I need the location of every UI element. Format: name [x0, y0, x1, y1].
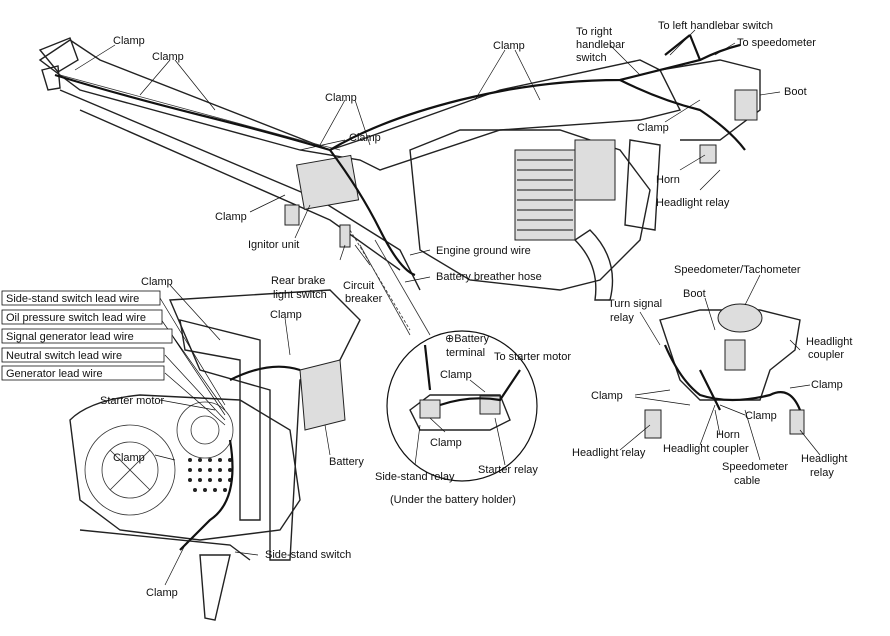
label-rear-brake-light-switch-2: light switch: [273, 289, 327, 301]
label-to-speedometer: To speedometer: [737, 37, 816, 49]
label-battery-terminal-1: ⊕Battery: [445, 333, 490, 345]
label-under-battery-holder: (Under the battery holder): [390, 494, 516, 506]
label-to-right-handlebar-switch-1: To right: [576, 26, 612, 38]
leader-lines: [74, 29, 821, 586]
label-headlight-coupler-front: Headlight coupler: [663, 443, 749, 455]
label-turn-signal-relay-1: Turn signal: [608, 298, 662, 310]
label-headlight-coupler-1: Headlight: [806, 336, 852, 348]
label-speedometer-tachometer: Speedometer/Tachometer: [674, 264, 801, 276]
main-frame-drawing: [38, 37, 761, 301]
label-boot-front: Boot: [683, 288, 706, 300]
label-clamp-inset-1: Clamp: [440, 369, 472, 381]
label-clamp-1: Clamp: [113, 35, 145, 47]
label-speedometer-cable-2: cable: [734, 475, 760, 487]
label-side-stand-relay: Side-stand relay: [375, 471, 455, 483]
label-clamp-5: Clamp: [493, 40, 525, 52]
label-to-left-handlebar-switch: To left handlebar switch: [658, 20, 773, 32]
label-to-right-handlebar-switch-3: switch: [576, 52, 607, 64]
label-clamp-3: Clamp: [325, 92, 357, 104]
label-starter-motor: Starter motor: [100, 395, 165, 407]
label-ignitor-unit: Ignitor unit: [248, 239, 299, 251]
label-horn-front: Horn: [716, 429, 740, 441]
label-headlight-coupler-2: coupler: [808, 349, 844, 361]
label-horn: Horn: [656, 174, 680, 186]
label-circuit-breaker-2: breaker: [345, 293, 383, 305]
label-headlight-relay-top: Headlight relay: [656, 197, 730, 209]
label-neutral-switch-lead-wire: Neutral switch lead wire: [6, 350, 122, 362]
label-starter-relay: Starter relay: [478, 464, 538, 476]
label-engine-ground-wire: Engine ground wire: [436, 245, 531, 257]
label-clamp-11: Clamp: [146, 587, 178, 599]
label-clamp-8: Clamp: [141, 276, 173, 288]
label-circuit-breaker-1: Circuit: [343, 280, 374, 292]
label-headlight-relay-right-1: Headlight: [801, 453, 847, 465]
label-clamp-front-3: Clamp: [745, 410, 777, 422]
label-headlight-relay-front: Headlight relay: [572, 447, 646, 459]
label-oil-pressure-switch-lead-wire: Oil pressure switch lead wire: [6, 312, 146, 324]
label-generator-lead-wire: Generator lead wire: [6, 368, 103, 380]
label-signal-generator-lead-wire: Signal generator lead wire: [6, 331, 134, 343]
label-battery-breather-hose: Battery breather hose: [436, 271, 542, 283]
label-speedometer-cable-1: Speedometer: [722, 461, 788, 473]
label-boot: Boot: [784, 86, 807, 98]
label-to-right-handlebar-switch-2: handlebar: [576, 39, 625, 51]
label-clamp-front-1: Clamp: [591, 390, 623, 402]
label-turn-signal-relay-2: relay: [610, 312, 634, 324]
labels: Clamp Clamp Clamp Clamp Clamp Clamp Clam…: [6, 20, 852, 599]
engine-left-view-drawing: [69, 289, 361, 621]
label-clamp-2: Clamp: [152, 51, 184, 63]
label-clamp-6: Clamp: [637, 122, 669, 134]
label-to-starter-motor: To starter motor: [494, 351, 571, 363]
front-headlight-drawing: [644, 303, 805, 439]
label-rear-brake-light-switch-1: Rear brake: [271, 275, 325, 287]
label-clamp-4: Clamp: [349, 132, 381, 144]
label-battery-terminal-2: terminal: [446, 347, 485, 359]
label-clamp-inset-2: Clamp: [430, 437, 462, 449]
label-battery: Battery: [329, 456, 364, 468]
label-side-stand-switch: Side-stand switch: [265, 549, 351, 561]
label-clamp-9: Clamp: [270, 309, 302, 321]
label-clamp-7: Clamp: [215, 211, 247, 223]
battery-holder-inset: [386, 330, 538, 482]
lead-wire-label-boxes: [1, 290, 173, 381]
label-clamp-10: Clamp: [113, 452, 145, 464]
label-headlight-relay-right-2: relay: [810, 467, 834, 479]
label-clamp-front-2: Clamp: [811, 379, 843, 391]
label-side-stand-switch-lead-wire: Side-stand switch lead wire: [6, 293, 139, 305]
